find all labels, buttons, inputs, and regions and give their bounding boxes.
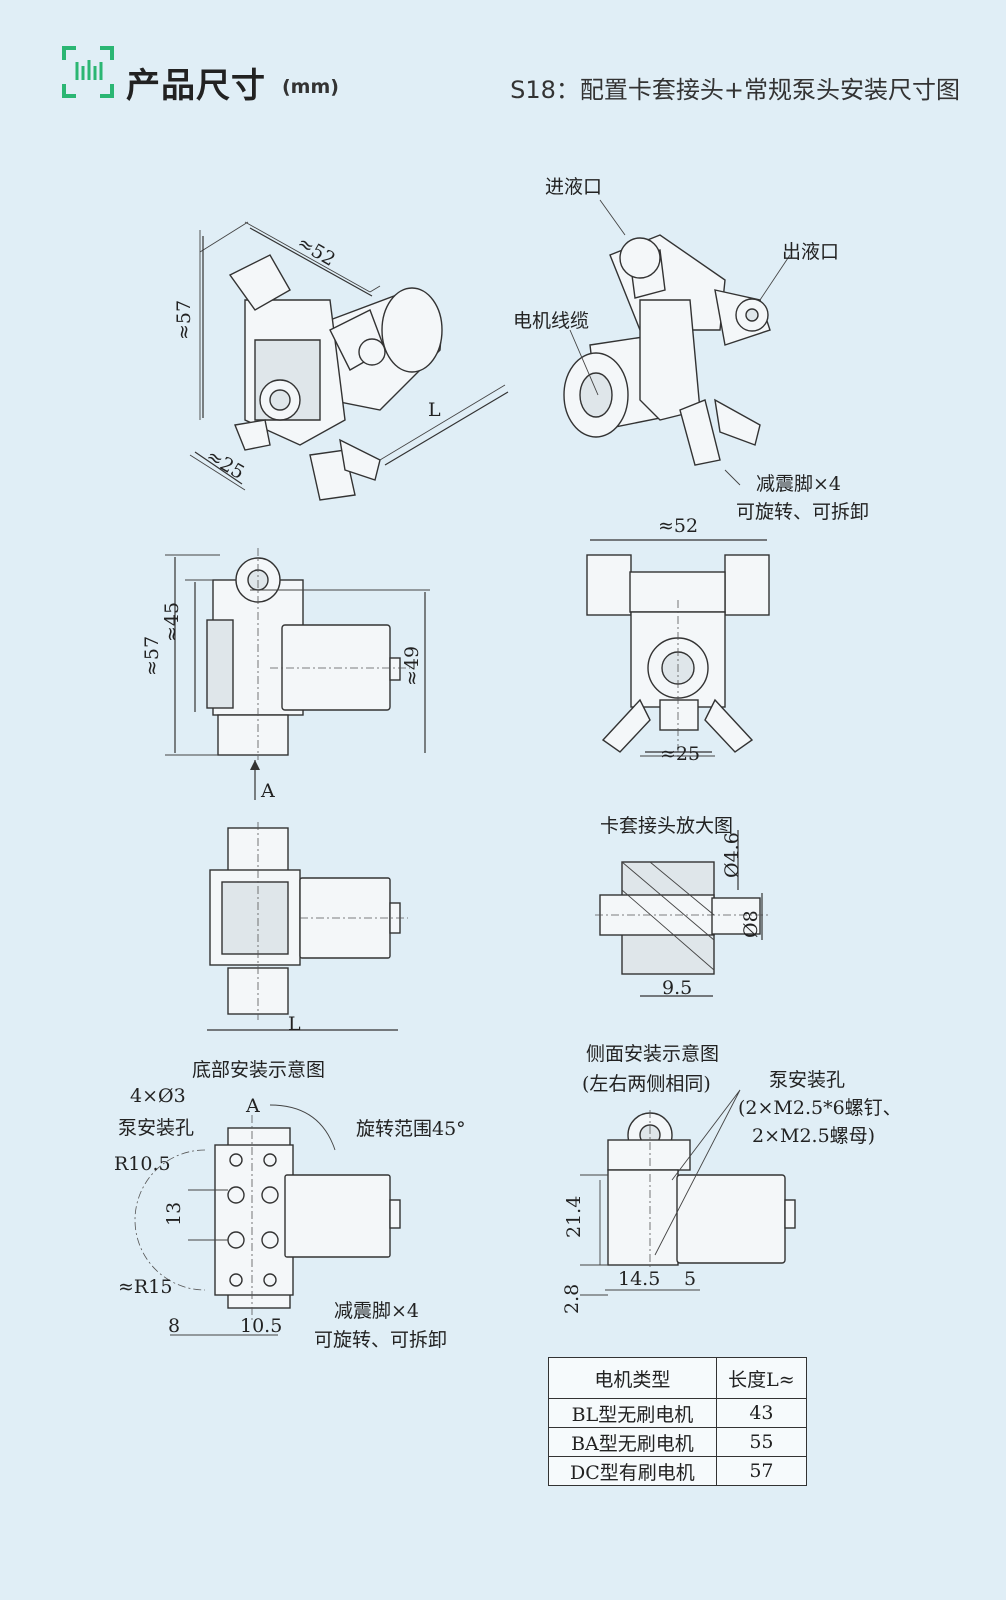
page-title: 产品尺寸	[126, 66, 266, 106]
side-mount-holes-label: 泵安装孔	[769, 1069, 845, 1091]
fitting-dim-95: 9.5	[662, 977, 692, 999]
side-mount-dim-145: 14.5	[618, 1268, 660, 1290]
bottom-view-marker: A	[245, 1095, 260, 1117]
iso-dim-height: ≈57	[173, 300, 195, 340]
side-dim-57: ≈57	[141, 636, 163, 676]
bottom-title: 底部安装示意图	[192, 1059, 325, 1081]
bottom-dim-105: 10.5	[240, 1315, 282, 1337]
bottom-dim-13: 13	[163, 1202, 185, 1226]
side-mount-holes-note-2: 2×M2.5螺母)	[752, 1125, 875, 1147]
bottom-feet: 减震脚×4	[334, 1300, 419, 1322]
table-cell-type: DC型有刷电机	[548, 1456, 717, 1486]
top-dim-length: L	[288, 1013, 301, 1035]
bottom-rotation: 旋转范围45°	[356, 1118, 466, 1140]
table-header-length: 长度L≈	[715, 1357, 808, 1399]
page-unit: (mm)	[282, 76, 339, 98]
front-dim-25: ≈25	[660, 743, 700, 765]
front-dim-52: ≈52	[658, 515, 698, 537]
side-mount-holes-note-1: (2×M2.5*6螺钉、	[738, 1097, 902, 1119]
side-mount-title-note: (左右两侧相同)	[582, 1073, 711, 1095]
table-cell-length: 57	[715, 1456, 808, 1486]
iso-label-feet: 减震脚×4	[756, 473, 841, 495]
bottom-r105: R10.5	[114, 1153, 171, 1175]
top-view	[207, 822, 408, 1031]
iso-dim-depth: ≈25	[202, 445, 248, 484]
iso-label-cable: 电机线缆	[513, 310, 589, 332]
bottom-dim-8: 8	[168, 1315, 180, 1337]
side-mount-title: 侧面安装示意图	[586, 1043, 719, 1065]
side-mount	[580, 1089, 796, 1296]
bottom-holes-label: 泵安装孔	[118, 1117, 194, 1139]
page-header: 产品尺寸 (mm) S18：配置卡套接头+常规泵头安装尺寸图	[0, 0, 1006, 130]
ruler-logo-icon	[62, 46, 114, 98]
bottom-r15: ≈R15	[118, 1276, 172, 1298]
bottom-mount	[134, 1104, 401, 1336]
table-cell-length: 43	[715, 1398, 808, 1428]
fitting-title: 卡套接头放大图	[600, 815, 733, 837]
side-dim-49: ≈49	[401, 646, 423, 686]
iso-dim-length: L	[428, 399, 441, 421]
table-header-row: 电机类型 长度L≈	[548, 1357, 808, 1399]
table-cell-type: BA型无刷电机	[548, 1427, 717, 1457]
side-view	[165, 548, 430, 800]
iso-label-feet-note: 可旋转、可拆卸	[736, 501, 869, 523]
front-view	[586, 539, 770, 760]
side-view-marker: A	[260, 780, 275, 802]
table-cell-type: BL型无刷电机	[548, 1398, 717, 1428]
fitting-dim-46: Ø4.6	[721, 832, 743, 878]
iso-view-left	[189, 221, 509, 501]
table-header-type: 电机类型	[548, 1357, 717, 1399]
iso-view-right	[563, 199, 791, 486]
table-row: BL型无刷电机 43	[548, 1398, 808, 1428]
table-row: DC型有刷电机 57	[548, 1456, 808, 1486]
side-mount-dim-214: 21.4	[563, 1196, 585, 1238]
side-mount-dim-28: 2.8	[561, 1284, 583, 1314]
side-dim-45: ≈45	[161, 602, 183, 642]
side-mount-dim-5: 5	[684, 1268, 696, 1290]
fitting-dim-8: Ø8	[740, 910, 762, 938]
iso-label-outlet: 出液口	[782, 241, 839, 263]
bottom-feet-note: 可旋转、可拆卸	[314, 1329, 447, 1351]
page-subtitle: S18：配置卡套接头+常规泵头安装尺寸图	[510, 76, 960, 104]
motor-length-table: 电机类型 长度L≈ BL型无刷电机 43 BA型无刷电机 55 DC型有刷电机 …	[548, 1357, 808, 1486]
table-row: BA型无刷电机 55	[548, 1427, 808, 1457]
fitting-detail	[595, 830, 770, 997]
bottom-holes: 4×Ø3	[130, 1085, 186, 1107]
iso-label-inlet: 进液口	[545, 176, 602, 198]
table-cell-length: 55	[715, 1427, 808, 1457]
